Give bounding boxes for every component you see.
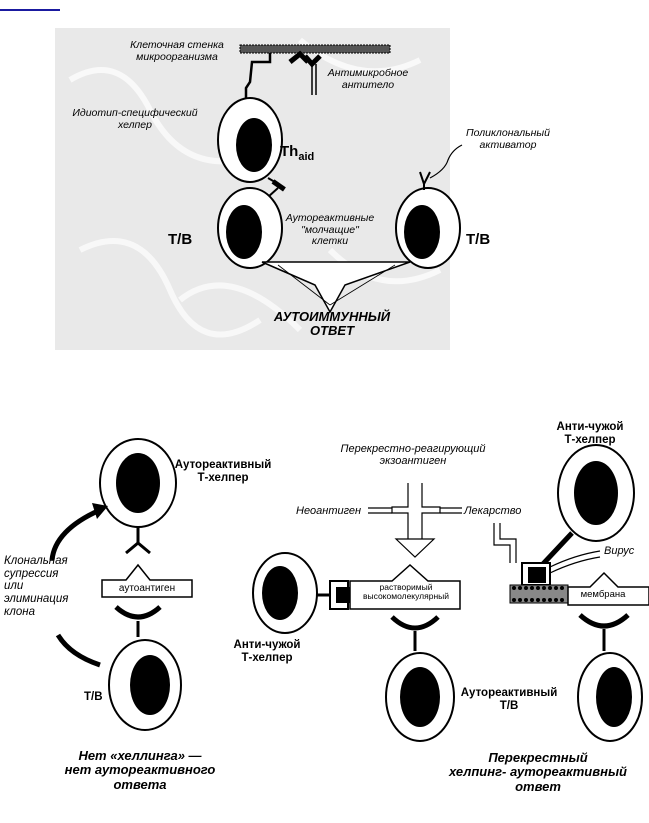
autoantigen-label: аутоантиген <box>118 583 176 594</box>
th-aid-label: Thaid <box>280 143 315 163</box>
right-caption: Перекрестный хелпинг- аутореактивный отв… <box>448 750 627 794</box>
autoimmune-response-label: АУТОИММУННЫЙ ОТВЕТ <box>273 309 391 339</box>
right-tb-label: T/B <box>466 231 491 248</box>
left-caption: Нет «хеллинга» — нет аутореактивного отв… <box>64 748 216 792</box>
convergence-arrow <box>261 261 411 314</box>
soluble-hmw-label: растворимый высокомолекулярный <box>362 582 450 602</box>
clonal-arrow-lower <box>55 633 101 668</box>
anti-foreign-helper-left-label: Анти-чужой Т-хелпер <box>233 639 301 664</box>
cell-wall-label: Клеточная стенка микроорганизма <box>130 39 224 63</box>
autoreactive-helper-label: Аутореактивный Т-хелпер <box>174 459 272 484</box>
autoantigen-box <box>101 563 193 598</box>
figure2-drawing <box>49 438 649 742</box>
drug-label: Лекарство <box>464 505 522 517</box>
antimicrobial-antibody-label: Антимикробное антитело <box>327 67 409 91</box>
clonal-suppression-label: Клональная супрессия или элиминация клон… <box>4 555 69 618</box>
membrane-box <box>567 571 649 606</box>
top-link-fragment[interactable] <box>0 0 62 12</box>
virus-label: Вирус <box>604 545 635 557</box>
figure1-drawing <box>55 28 463 350</box>
autoimmune-activation-figure: Клеточная стенка микроорганизма Антимикр… <box>0 0 649 360</box>
autoreactive-tb-label: Аутореактивный T/B <box>460 687 558 712</box>
antigen-link <box>244 53 272 100</box>
th-aid-subscript: aid <box>298 151 315 163</box>
soluble-hmw-box <box>349 563 461 610</box>
polyclonal-activator-label: Поликлональный активатор <box>466 127 550 151</box>
left-tb-label-fig2: T/B <box>84 691 103 703</box>
anti-foreign-helper-top-label: Анти-чужой Т-хелпер <box>556 421 624 446</box>
neoantigen-label: Неоантиген <box>296 505 362 517</box>
membrane-label: мембрана <box>580 589 626 600</box>
idiotype-helper-label: Идиотип-специфический хелпер <box>72 107 198 131</box>
left-tb-label: T/B <box>168 231 193 248</box>
autoreactive-silent-label: Аутореактивные "молчащие" клетки <box>285 212 375 248</box>
clonal-arrow-upper <box>49 507 102 561</box>
cross-helping-figure: Аутореактивный Т-хелпер Клональная супре… <box>0 395 649 823</box>
microbe-cell-wall <box>240 45 390 53</box>
th-aid-main: Th <box>280 143 299 160</box>
cross-exoantigen-label: Перекрестно-реагирующий экзоантиген <box>340 443 486 468</box>
